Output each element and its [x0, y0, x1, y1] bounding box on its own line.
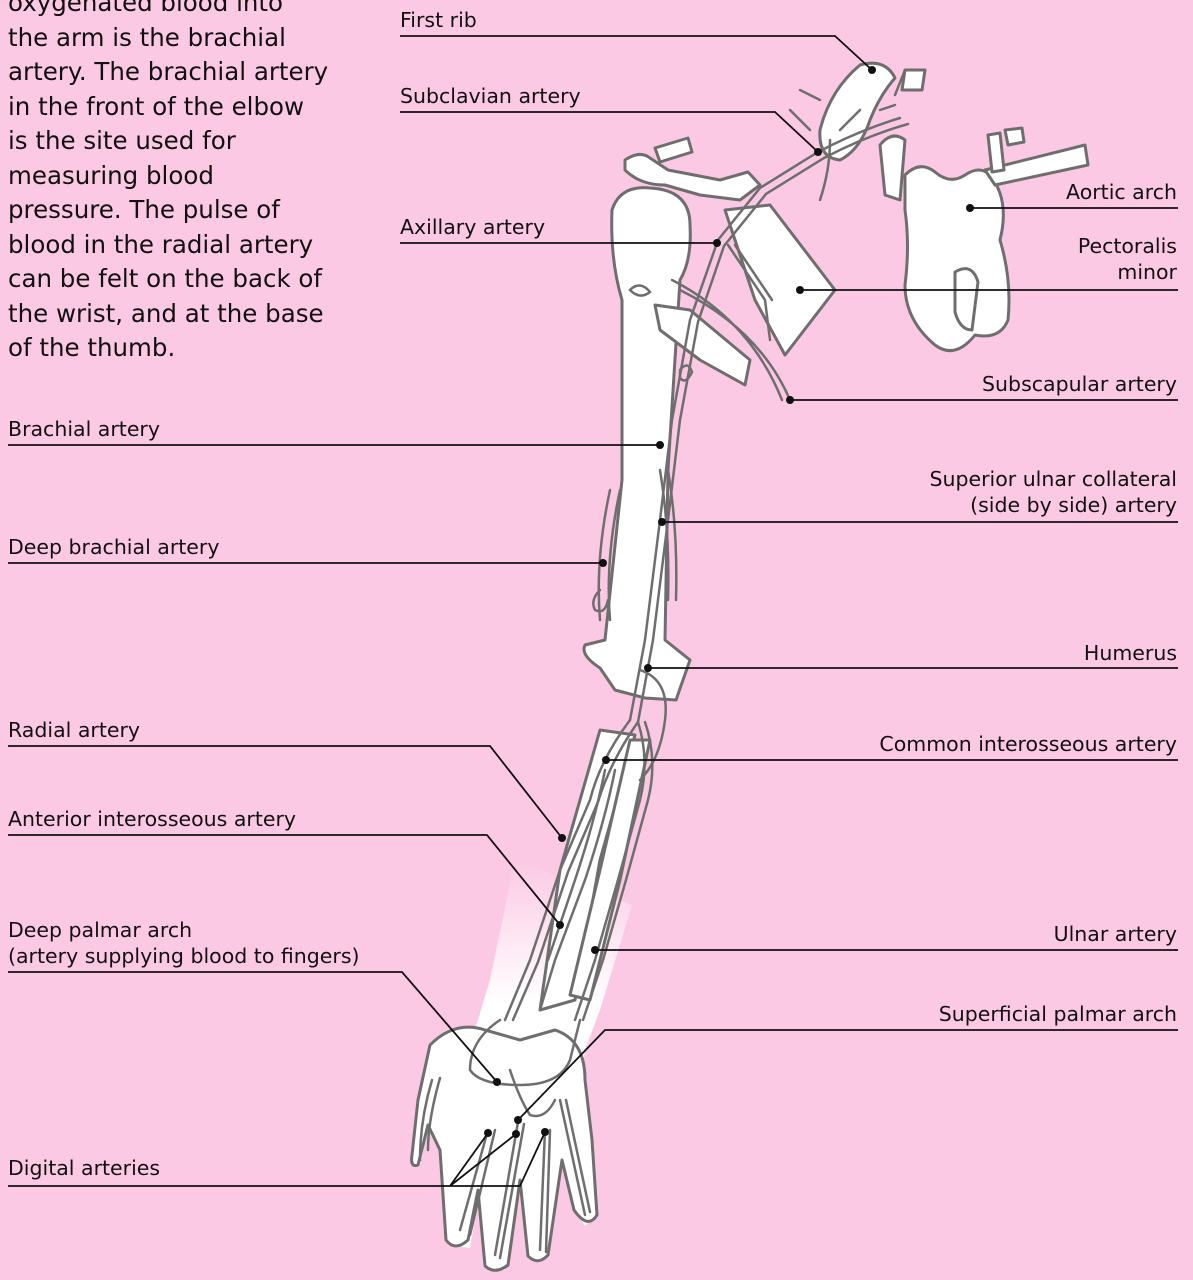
label-common-interosseous-artery: Common interosseous artery: [879, 731, 1177, 757]
label-humerus: Humerus: [1084, 640, 1177, 666]
label-radial-artery: Radial artery: [8, 717, 140, 743]
label-pectoralis-minor: Pectoralis minor: [1078, 233, 1177, 285]
leader-deep-palmar: [8, 972, 497, 1082]
leader-subclavian: [400, 112, 818, 152]
label-brachial-artery: Brachial artery: [8, 416, 160, 442]
intro-paragraph: oxygenated blood into the arm is the bra…: [8, 0, 368, 366]
aortic-arch-shape: [905, 167, 1009, 351]
label-anterior-interosseous-artery: Anterior interosseous artery: [8, 806, 296, 832]
humerus-bone: [584, 188, 690, 700]
label-ulnar-artery: Ulnar artery: [1054, 921, 1177, 947]
label-deep-palmar-arch: Deep palmar arch (artery supplying blood…: [8, 917, 360, 969]
label-superior-ulnar-collateral: Superior ulnar collateral (side by side)…: [929, 466, 1177, 518]
label-axillary-artery: Axillary artery: [400, 214, 545, 240]
label-superficial-palmar-arch: Superficial palmar arch: [939, 1001, 1177, 1027]
leader-superficial-palmar: [518, 1030, 1178, 1120]
label-aortic-arch: Aortic arch: [1066, 179, 1177, 205]
leader-first-rib: [400, 36, 872, 70]
label-subscapular-artery: Subscapular artery: [982, 371, 1177, 397]
label-subclavian-artery: Subclavian artery: [400, 83, 581, 109]
leader-anterior-interosseous: [8, 835, 560, 925]
label-digital-arteries: Digital arteries: [8, 1155, 160, 1181]
label-deep-brachial-artery: Deep brachial artery: [8, 534, 219, 560]
label-first-rib: First rib: [400, 7, 477, 33]
